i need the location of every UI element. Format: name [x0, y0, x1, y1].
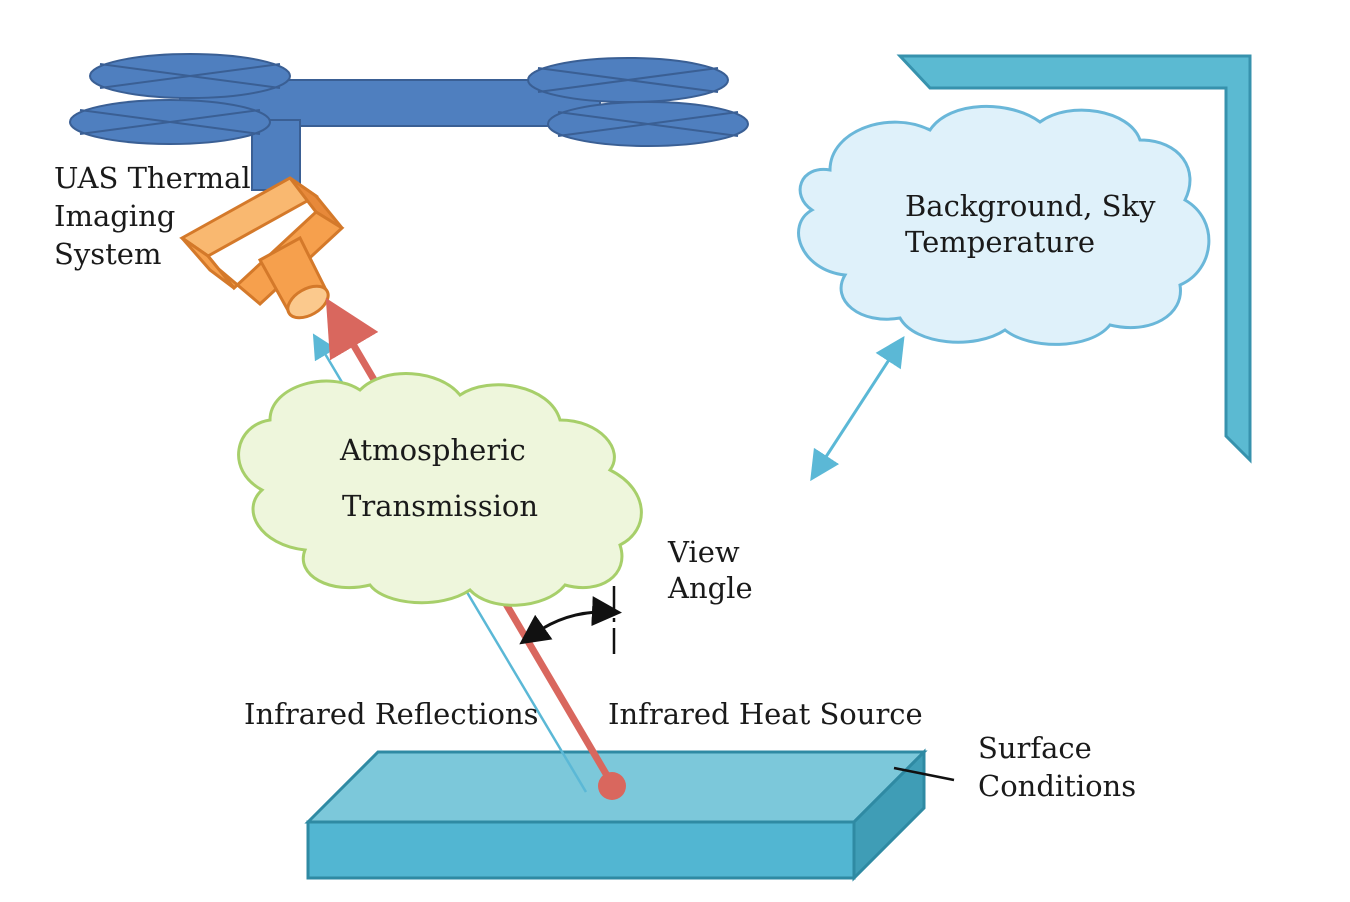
sky-label-line2: Temperature: [905, 225, 1095, 259]
surface-front: [306, 820, 856, 880]
view-angle-label-line2: Angle: [667, 571, 753, 605]
sky-surface-arrow: [810, 335, 905, 482]
rotor-bottom-left: [69, 99, 271, 145]
drone: [69, 53, 749, 191]
surface-label-line2: Conditions: [978, 769, 1136, 803]
heat-source-dot: [598, 772, 626, 800]
surface-pointer-line: [893, 766, 955, 782]
atmosphere-cloud: Atmospheric Transmission: [237, 372, 643, 607]
rotor-bottom-right: [547, 101, 749, 147]
sky-cloud: Background, Sky Temperature: [797, 105, 1211, 346]
sky-bracket: [896, 54, 1252, 464]
surface-label-line1: Surface: [978, 731, 1092, 765]
rotor-top-right: [527, 57, 729, 103]
rotor-top-left: [89, 53, 291, 99]
view-angle-arc: [519, 596, 622, 645]
atmosphere-label-line1: Atmospheric: [339, 433, 526, 467]
uas-label-line2: Imaging: [54, 199, 175, 233]
reflections-label: Infrared Reflections: [244, 697, 539, 731]
heat-source-label: Infrared Heat Source: [608, 697, 923, 731]
surface-side: [852, 748, 926, 882]
uas-label-line1: UAS Thermal: [54, 161, 251, 195]
view-angle-label-line1: View: [667, 535, 740, 569]
surface-slab: [304, 748, 928, 882]
view-angle-indicator: [519, 586, 622, 660]
sky-label-line1: Background, Sky: [905, 189, 1156, 223]
uas-label-line3: System: [54, 237, 161, 271]
thermal-camera: [179, 176, 345, 320]
atmosphere-label-line2: Transmission: [342, 489, 538, 523]
